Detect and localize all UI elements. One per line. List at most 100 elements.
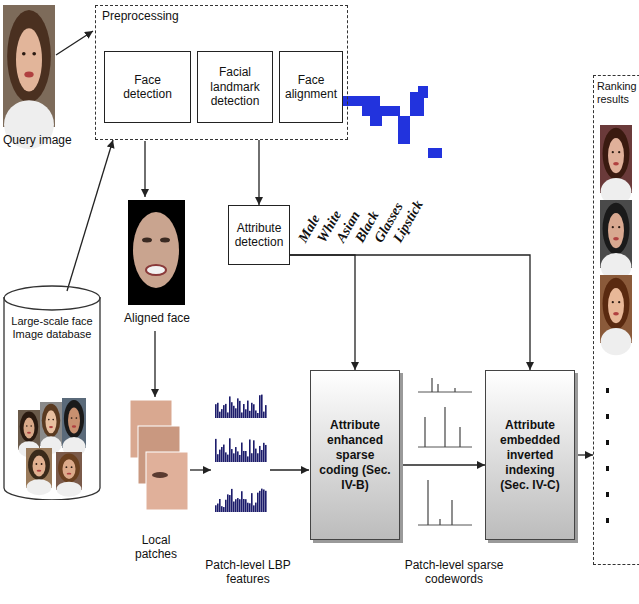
lbp-histogram-bar [241, 443, 243, 462]
lbp-histogram-bar [217, 454, 219, 462]
lbp-histogram-bar [233, 502, 235, 512]
face [608, 213, 624, 248]
lbp-histogram-bar [231, 449, 233, 462]
eye [48, 419, 50, 421]
lbp-histogram-bar [261, 450, 263, 462]
lbp-histogram-bar [263, 443, 265, 462]
flow-arrow [154, 331, 155, 397]
lbp-histogram-bar [263, 489, 265, 512]
eye [32, 52, 36, 56]
module-box: Attribute enhanced sparse coding (Sec. I… [310, 370, 400, 540]
eye [618, 151, 620, 153]
lbp-histogram-bar [261, 489, 263, 512]
face [33, 456, 46, 477]
flow-arrow [190, 469, 211, 470]
flow-connector [290, 255, 530, 370]
lbp-histogram-bar [265, 405, 267, 418]
attribute-bit [428, 148, 442, 158]
eye [612, 151, 614, 153]
lbp-histogram-bar [259, 446, 261, 462]
lbp-histogram-bar [227, 412, 229, 418]
lbp-histogram-bar [257, 413, 259, 418]
lbp-histogram-bar [245, 409, 247, 418]
lbp-histogram-bar [247, 456, 249, 462]
cylinder-top [4, 286, 100, 310]
codeword-spike [424, 417, 425, 447]
mouth [613, 312, 619, 315]
shoulders [57, 482, 82, 497]
node-text: Attribute enhanced sparse coding (Sec. I… [316, 418, 394, 493]
caption-label: Patch-level sparse codewords [402, 558, 506, 587]
hair [58, 454, 80, 483]
lbp-histogram-bar [229, 396, 231, 418]
shoulders [27, 479, 52, 495]
eye [612, 226, 614, 228]
lbp-histogram-bar [237, 451, 239, 462]
lbp-histogram-bar [221, 447, 223, 462]
eye [152, 472, 168, 478]
lbp-histogram-bar [241, 491, 243, 512]
lbp-histogram-bar [259, 491, 261, 512]
flow-connector [290, 255, 355, 370]
lbp-histogram-bar [243, 451, 245, 462]
lbp-histogram-bar [247, 401, 249, 418]
hair [28, 450, 50, 480]
codeword-spike [459, 427, 460, 447]
hair [603, 203, 630, 255]
lbp-histogram-bar [257, 453, 259, 462]
face [608, 288, 624, 323]
eye [52, 419, 54, 421]
lbp-histogram-bar [263, 412, 265, 418]
lbp-histogram-bar [231, 402, 233, 418]
flow-connector [575, 454, 593, 455]
lbp-histogram-bar [215, 404, 217, 418]
codeword-spike [451, 500, 452, 525]
lbp-histogram-bar [215, 505, 217, 512]
continuation-dot [606, 388, 609, 393]
codeword-spike [439, 519, 440, 525]
lbp-histogram-bar [235, 447, 237, 462]
eye [65, 466, 67, 468]
lbp-histogram-bar [219, 412, 221, 418]
lbp-histogram-bar [253, 404, 255, 418]
codeword-spike [427, 480, 428, 525]
mouth [146, 265, 166, 275]
lbp-histogram-bar [249, 411, 251, 418]
lbp-histogram-bar [243, 404, 245, 418]
lbp-histogram-bar [255, 449, 257, 462]
lbp-histogram-bar [225, 404, 227, 418]
local-patch [146, 452, 188, 510]
face [46, 410, 57, 433]
module-box: Attribute embedded inverted indexing (Se… [485, 370, 575, 540]
attribute-bit [398, 116, 410, 144]
lbp-histogram-bar [223, 507, 225, 512]
mouth [49, 426, 53, 428]
continuation-dot [606, 466, 609, 471]
lbp-histogram-bar [245, 499, 247, 512]
lbp-histogram-bar [239, 455, 241, 462]
lbp-histogram-bar [217, 504, 219, 512]
flow-connector [400, 464, 485, 465]
eye [35, 463, 37, 465]
preprocessing-group: PreprocessingFace detectionFacial landma… [95, 5, 348, 140]
lbp-histogram-bar [245, 451, 247, 462]
aligned-face-skin [133, 212, 179, 288]
lbp-histogram-bar [219, 499, 221, 512]
continuation-dot [606, 414, 609, 419]
process-box: Facial landmark detection [197, 51, 273, 123]
lbp-histogram-bar [265, 491, 267, 512]
eye [22, 52, 26, 56]
lbp-histogram-bar [251, 493, 253, 512]
lbp-histogram-bar [235, 499, 237, 512]
eye [142, 238, 152, 243]
codeword-spike [454, 388, 455, 392]
lbp-histogram-bar [225, 452, 227, 462]
face [68, 408, 80, 434]
lbp-histogram-bar [231, 489, 233, 512]
lbp-histogram-bar [239, 401, 241, 418]
node-text: Ranking results [594, 76, 636, 106]
lbp-histogram-bar [249, 439, 251, 462]
flow-arrow [144, 141, 145, 197]
codeword-spike [437, 384, 438, 392]
